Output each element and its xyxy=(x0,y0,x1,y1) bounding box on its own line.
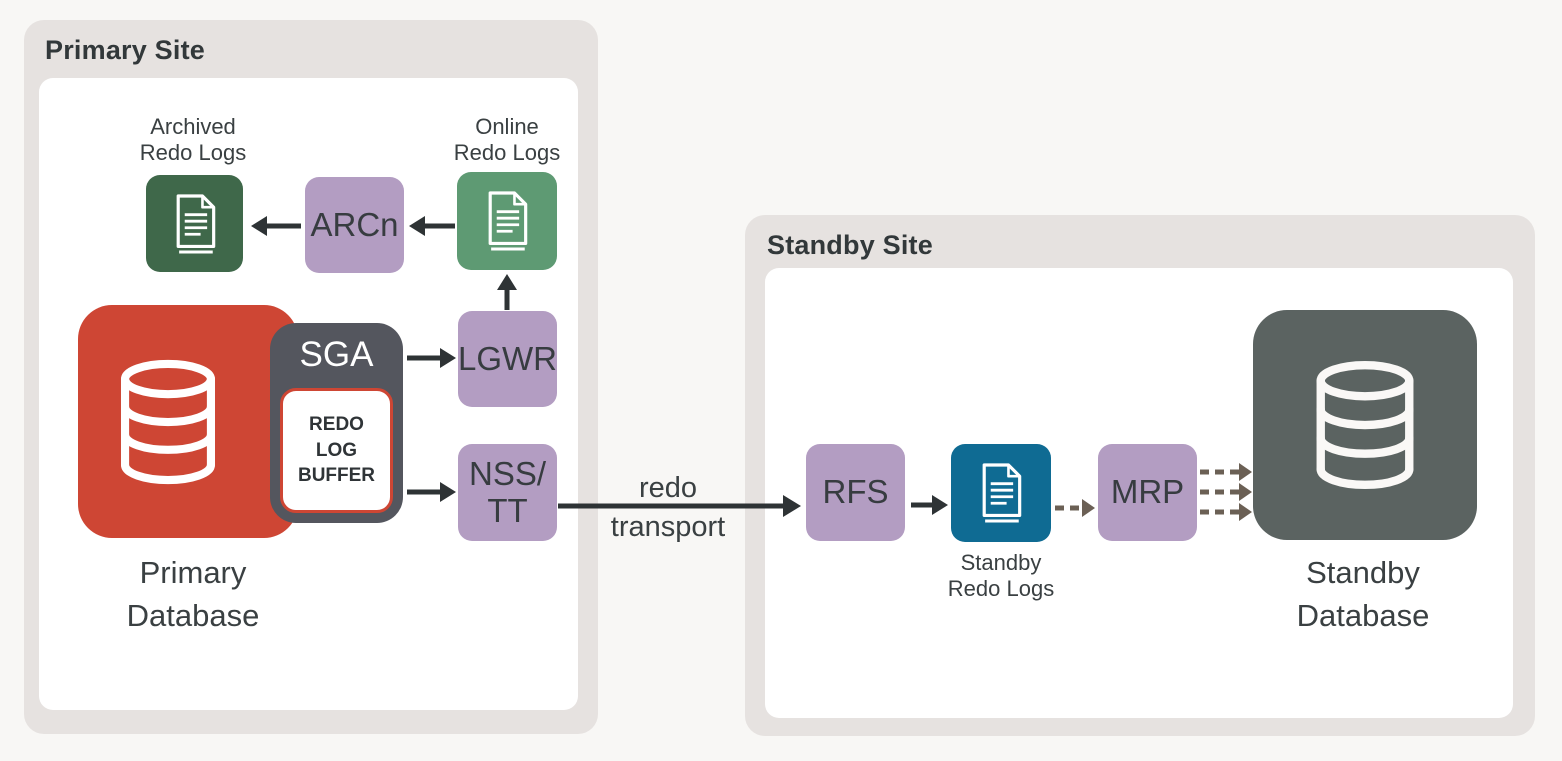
redo-log-buffer-node: REDO LOG BUFFER xyxy=(280,388,393,513)
primary-site-title: Primary Site xyxy=(45,35,205,65)
sga-label: SGA xyxy=(299,335,374,374)
arcn-node: ARCn xyxy=(305,177,404,273)
arrow-mrp-to-standby-db-dashed-3 xyxy=(1200,501,1252,523)
arrow-sga-to-lgwr xyxy=(407,347,456,369)
standby-database-node xyxy=(1253,310,1477,540)
standby-redo-logs-label: Standby Redo Logs xyxy=(947,550,1055,601)
rfs-node: RFS xyxy=(806,444,905,541)
document-icon xyxy=(973,425,1029,561)
arrow-mrp-to-standby-db-dashed-2 xyxy=(1200,481,1252,503)
arrow-rfs-to-srl xyxy=(911,494,948,516)
online-redo-logs-label: Online Redo Logs xyxy=(453,114,561,165)
arrow-redo-transport xyxy=(558,494,801,518)
standby-site-title: Standby Site xyxy=(767,230,933,260)
mrp-node: MRP xyxy=(1098,444,1197,541)
redo-transport-label-top: redo xyxy=(638,472,698,504)
arrow-lgwr-to-online xyxy=(496,274,518,310)
lgwr-node: LGWR xyxy=(458,311,557,407)
database-icon xyxy=(1304,358,1426,492)
arrow-srl-to-mrp-dashed xyxy=(1055,497,1095,519)
online-redo-logs-node xyxy=(457,172,557,270)
standby-database-label: Standby Database xyxy=(1296,555,1430,634)
redo-transport-label-bottom: transport xyxy=(610,511,726,543)
arrow-sga-to-nss xyxy=(407,481,456,503)
document-icon xyxy=(479,153,535,289)
database-icon xyxy=(109,357,227,487)
primary-database-node xyxy=(78,305,298,538)
arrow-online-to-arcn xyxy=(409,215,455,237)
sga-node: SGA REDO LOG BUFFER xyxy=(270,323,403,523)
nss-tt-node: NSS/ TT xyxy=(458,444,557,541)
standby-redo-logs-node xyxy=(951,444,1051,542)
arrow-mrp-to-standby-db-dashed-1 xyxy=(1200,461,1252,483)
document-icon xyxy=(167,156,223,292)
primary-database-label: Primary Database xyxy=(126,555,260,634)
archived-redo-logs-node xyxy=(146,175,243,272)
arrow-arcn-to-archived xyxy=(251,215,301,237)
archived-redo-logs-label: Archived Redo Logs xyxy=(139,114,247,165)
